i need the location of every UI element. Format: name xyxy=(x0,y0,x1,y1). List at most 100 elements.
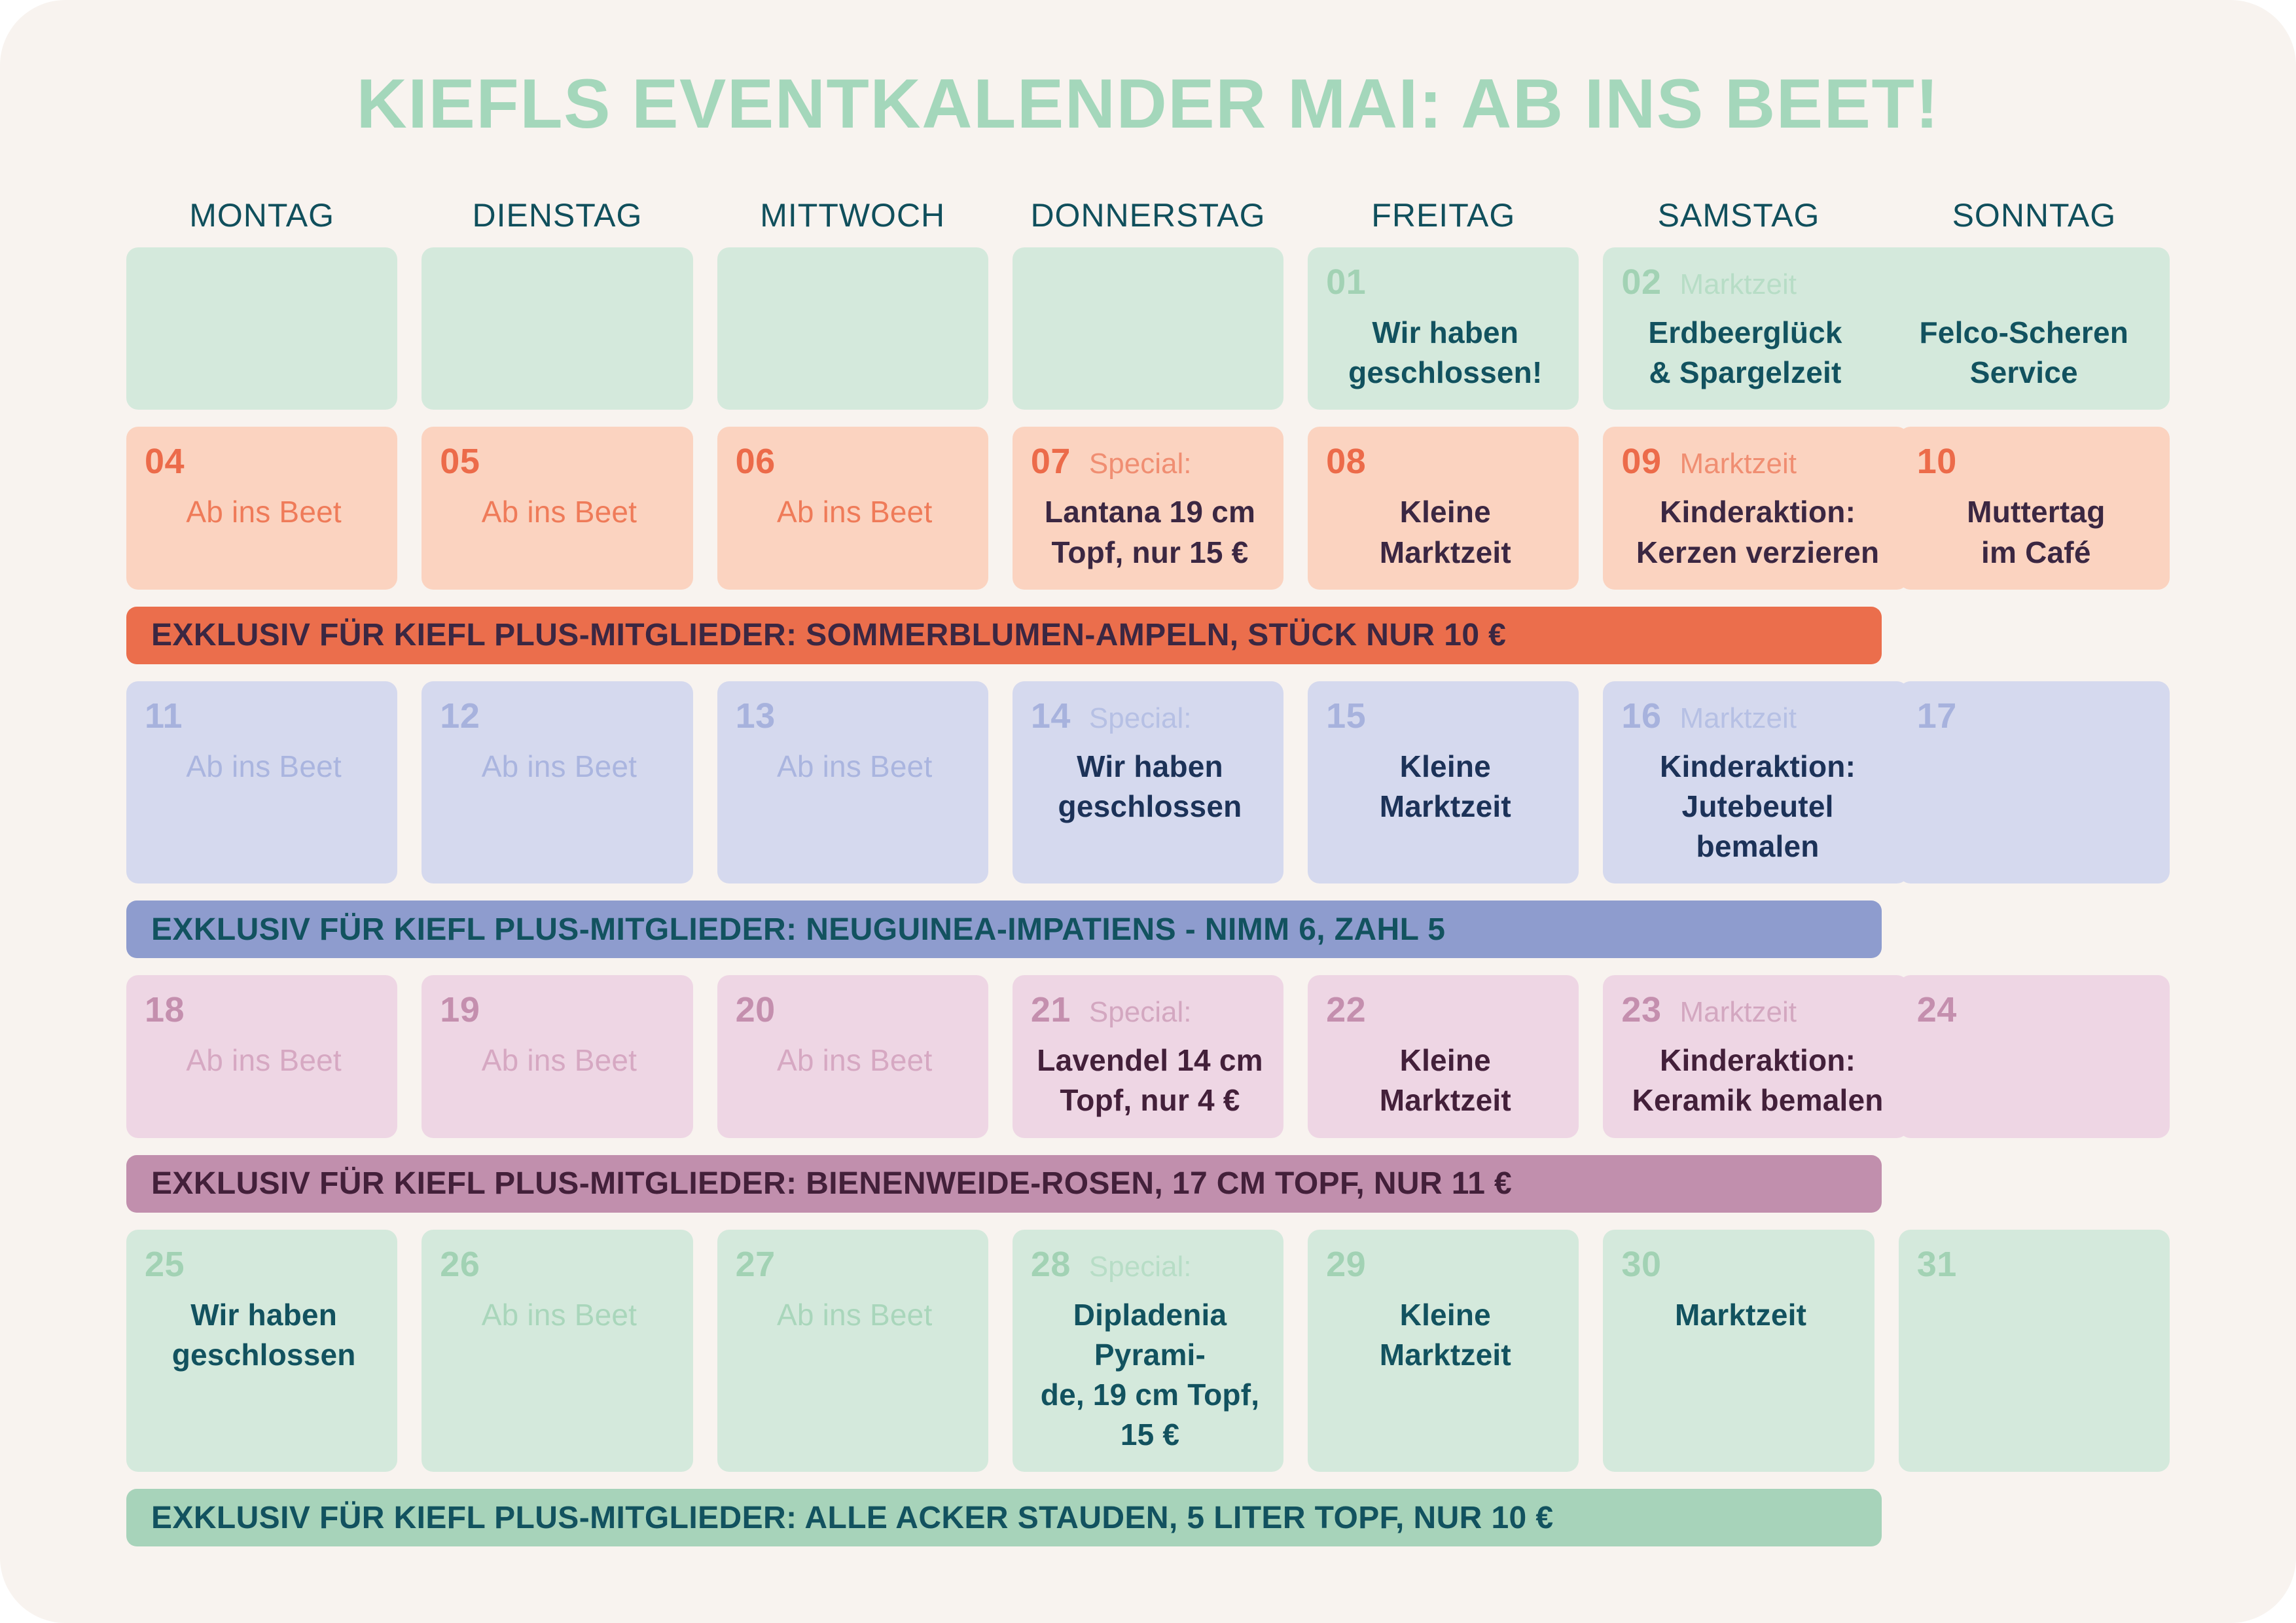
day-tag-label: Marktzeit xyxy=(1679,702,1797,734)
day-number: 26 xyxy=(440,1244,480,1284)
day-event-text: Ab ins Beet xyxy=(186,1043,342,1078)
day-event-text: Kleine Marktzeit xyxy=(1379,749,1511,823)
day-cell-header: 08 xyxy=(1326,444,1564,482)
calendar-day-cell[interactable]: 04 Ab ins Beet xyxy=(126,427,398,590)
day-cell-header: 24 xyxy=(1917,992,2155,1030)
calendar-day-cell[interactable]: 17 xyxy=(1898,681,2170,884)
promo-banner[interactable]: EXKLUSIV FÜR KIEFL PLUS-MITGLIEDER: SOMM… xyxy=(126,606,1882,664)
day-tag-label: Special: xyxy=(1088,448,1192,480)
day-number: 30 xyxy=(1621,1244,1662,1284)
weekday-header-samstag: SAMSTAG xyxy=(1657,197,1820,234)
day-number: 28 xyxy=(1030,1244,1071,1284)
day-event-text: Kleine Marktzeit xyxy=(1379,1297,1511,1372)
promo-banner[interactable]: EXKLUSIV FÜR KIEFL PLUS-MITGLIEDER: BIEN… xyxy=(126,1154,1882,1213)
day-cell-header: 22 xyxy=(1326,992,1564,1030)
day-cell-header: 16 Marktzeit xyxy=(1621,698,1893,736)
calendar-day-cell[interactable]: 19 Ab ins Beet xyxy=(422,975,693,1138)
day-tag-label: Marktzeit xyxy=(1679,448,1797,480)
day-cell-header: 05 xyxy=(440,444,678,482)
day-tag-label: Special: xyxy=(1088,996,1192,1029)
weekday-header-freitag: FREITAG xyxy=(1371,197,1516,234)
calendar-day-cell[interactable]: 24 xyxy=(1898,975,2170,1138)
day-number: 16 xyxy=(1621,696,1662,736)
day-event-text: Ab ins Beet xyxy=(481,749,637,783)
day-number: 18 xyxy=(145,990,185,1030)
weekday-header-dienstag: DIENSTAG xyxy=(472,197,643,234)
day-event-text: Ab ins Beet xyxy=(481,1297,637,1332)
day-cell-header: 17 xyxy=(1917,698,2155,736)
day-cell-header: 27 xyxy=(736,1247,974,1285)
day-event-text: Ab ins Beet xyxy=(186,495,342,529)
weekday-header-sonntag: SONNTAG xyxy=(1952,197,2117,234)
day-event-text: Ab ins Beet xyxy=(186,749,342,783)
day-event-text: Ab ins Beet xyxy=(776,749,933,783)
day-number: 06 xyxy=(735,442,776,482)
day-event-text: Ab ins Beet xyxy=(776,1043,933,1078)
day-cell-header: 25 xyxy=(145,1247,383,1285)
day-cell-header: 19 xyxy=(440,992,678,1030)
day-number: 10 xyxy=(1916,442,1957,482)
day-tag-label: Marktzeit xyxy=(1679,268,1797,300)
calendar-day-cell[interactable]: 31 xyxy=(1898,1229,2170,1472)
day-cell-header: 15 xyxy=(1326,698,1564,736)
promo-banner[interactable]: EXKLUSIV FÜR KIEFL PLUS-MITGLIEDER: NEUG… xyxy=(126,901,1882,959)
day-event-text: Ab ins Beet xyxy=(481,1043,637,1078)
day-number: 15 xyxy=(1326,696,1367,736)
day-cell-header: 04 xyxy=(145,444,383,482)
day-event-text-left: Erdbeerglück & Spargelzeit xyxy=(1648,315,1842,390)
day-cell-header: 01 xyxy=(1326,264,1564,302)
day-cell-header: 11 xyxy=(145,698,383,736)
day-event-text: Kinderaktion: Jutebeutel bemalen xyxy=(1660,749,1856,864)
day-event-text: Muttertag im Café xyxy=(1967,495,2106,569)
day-number: 24 xyxy=(1916,990,1957,1030)
day-number: 05 xyxy=(440,442,480,482)
weekday-header-mittwoch: MITTWOCH xyxy=(760,197,946,234)
day-cell-header: 30 xyxy=(1621,1247,1859,1285)
day-event-text: Wir haben geschlossen xyxy=(171,1297,356,1372)
weekday-header-montag: MONTAG xyxy=(189,197,334,234)
day-number: 29 xyxy=(1326,1244,1367,1284)
promo-banner[interactable]: EXKLUSIV FÜR KIEFL PLUS-MITGLIEDER: ALLE… xyxy=(126,1489,1882,1547)
day-event-text: Ab ins Beet xyxy=(776,495,933,529)
day-event-text-right: Felco-Scheren Service xyxy=(1919,315,2129,390)
calendar-day-cell[interactable]: 11 Ab ins Beet xyxy=(126,681,398,884)
day-number: 20 xyxy=(735,990,776,1030)
day-cell-header: 10 xyxy=(1917,444,2155,482)
day-event-text: Wir haben geschlossen xyxy=(1058,749,1242,823)
